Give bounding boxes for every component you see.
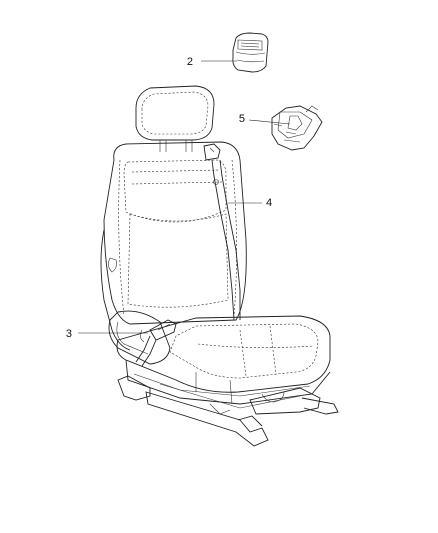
seat-assembly [100, 85, 339, 447]
part-5-retractor [271, 105, 323, 151]
part-3-buckle [135, 319, 177, 367]
callout-5: 5 [239, 113, 245, 125]
callout-2: 2 [187, 56, 193, 68]
part-4-seat-belt [203, 143, 241, 321]
leader-lines [78, 60, 291, 334]
callout-4: 4 [266, 197, 272, 209]
callout-3: 3 [66, 328, 72, 340]
part-2-cover [232, 32, 269, 73]
